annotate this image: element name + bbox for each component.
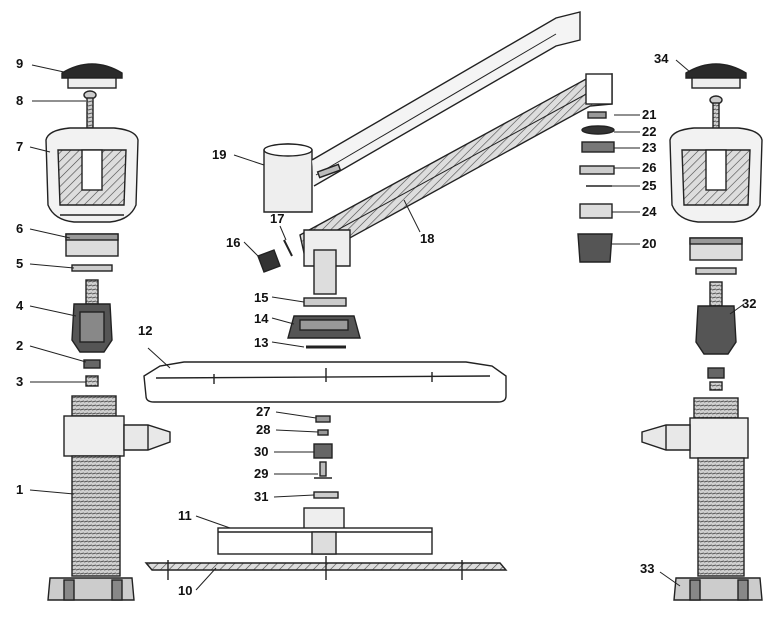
label-21: 21 (642, 107, 657, 122)
label-30: 30 (254, 444, 269, 459)
left-cartridge-4 (71, 279, 113, 353)
label-29: 29 (254, 466, 269, 481)
label-12: 12 (138, 323, 153, 338)
right-cap-34 (685, 63, 747, 89)
label-5: 5 (16, 256, 24, 271)
bracket-11 (217, 507, 433, 555)
mounting-plate-10 (144, 556, 508, 580)
left-spring-3 (85, 375, 99, 387)
label-2: 2 (16, 338, 24, 353)
aerator-parts-20-26 (577, 111, 615, 263)
label-32: 32 (742, 296, 757, 311)
label-25: 25 (642, 178, 657, 193)
left-bonnet-6 (65, 233, 119, 257)
label-27: 27 (256, 404, 271, 419)
label-34: 34 (654, 51, 669, 66)
label-11: 11 (178, 508, 192, 523)
label-8: 8 (16, 93, 24, 108)
label-1: 1 (16, 482, 24, 497)
right-body-33 (641, 397, 763, 601)
label-6: 6 (16, 221, 24, 236)
left-washer-5 (71, 264, 113, 272)
left-body-1 (47, 395, 171, 601)
left-handle-7 (45, 127, 139, 223)
label-23: 23 (642, 140, 657, 155)
label-19: 19 (212, 147, 227, 162)
label-10: 10 (178, 583, 193, 598)
base-plate-12 (143, 361, 507, 403)
oring-15 (303, 297, 347, 307)
leader-lines (29, 59, 745, 591)
right-handle (669, 127, 763, 223)
right-cartridge-32 (695, 281, 737, 391)
left-seal-2 (83, 359, 101, 369)
lower-spout-18 (299, 73, 613, 295)
label-17: 17 (270, 211, 285, 226)
set-screw-16 (257, 249, 281, 273)
left-cap-9 (61, 63, 123, 89)
pin-17 (283, 239, 293, 257)
label-31: 31 (254, 489, 269, 504)
label-20: 20 (642, 236, 657, 251)
label-18: 18 (420, 231, 435, 246)
label-33: 33 (640, 561, 655, 576)
label-9: 9 (16, 56, 24, 71)
label-16: 16 (226, 235, 241, 250)
right-bonnet (689, 237, 743, 275)
label-15: 15 (254, 290, 269, 305)
small-parts-27-31 (313, 415, 339, 499)
label-7: 7 (16, 139, 24, 154)
label-13: 13 (254, 335, 269, 350)
nut-14 (287, 315, 361, 339)
label-22: 22 (642, 124, 657, 139)
label-3: 3 (16, 374, 24, 389)
label-26: 26 (642, 160, 657, 175)
label-14: 14 (254, 311, 269, 326)
upper-spout-19 (263, 11, 581, 213)
left-screw-8 (83, 90, 97, 129)
right-screw (709, 95, 723, 134)
label-4: 4 (16, 298, 24, 313)
label-24: 24 (642, 204, 657, 219)
label-28: 28 (256, 422, 271, 437)
